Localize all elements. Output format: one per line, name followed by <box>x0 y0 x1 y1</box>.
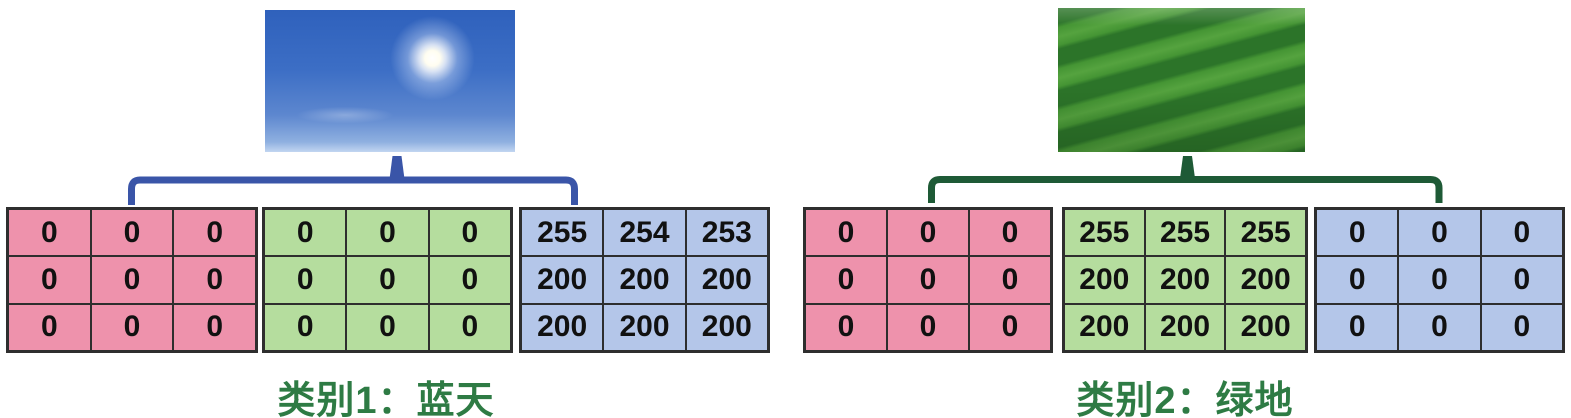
grass-brace-stem <box>1179 156 1196 182</box>
matrix-cell: 253 <box>686 210 767 256</box>
matrix-cell: 200 <box>686 304 767 350</box>
matrix-cell: 0 <box>91 210 173 256</box>
matrix-cell: 0 <box>1317 304 1398 350</box>
matrix-cell: 0 <box>429 304 510 350</box>
matrix-cell: 255 <box>1065 210 1144 256</box>
matrix-cell: 0 <box>91 257 173 303</box>
matrix-cell: 0 <box>1399 257 1480 303</box>
matrix-cell: 255 <box>1145 210 1225 256</box>
sky-brace-stem <box>389 156 405 183</box>
matrix-cell: 0 <box>265 210 346 256</box>
grass-photo <box>1058 8 1305 152</box>
matrix-cell: 200 <box>1065 257 1144 303</box>
matrix-cell: 0 <box>9 257 90 303</box>
matrix-cell: 0 <box>91 304 173 350</box>
matrix-cell: 200 <box>1145 304 1225 350</box>
matrix-cell: 0 <box>806 257 886 303</box>
matrix-cell: 0 <box>888 304 968 350</box>
matrix-cell: 200 <box>686 257 767 303</box>
matrix-cell: 0 <box>9 210 90 256</box>
matrix-cell: 200 <box>1145 257 1225 303</box>
matrix-cell: 254 <box>604 210 685 256</box>
matrix-cell: 0 <box>429 210 510 256</box>
matrix-cell: 200 <box>522 304 603 350</box>
matrix-cell: 0 <box>265 304 346 350</box>
matrix-cell: 0 <box>429 257 510 303</box>
matrix-cell: 0 <box>174 210 255 256</box>
matrix-cell: 0 <box>970 210 1050 256</box>
matrix-cell: 0 <box>1317 210 1398 256</box>
matrix-cell: 0 <box>265 257 346 303</box>
matrix-cell: 0 <box>888 210 968 256</box>
matrix-cell: 0 <box>347 257 428 303</box>
sky-photo <box>265 10 515 152</box>
matrix-cell: 200 <box>1065 304 1144 350</box>
sky-brace <box>128 176 578 205</box>
matrix-cell: 0 <box>1399 304 1480 350</box>
category-2-label: 类别2：绿地 <box>1076 380 1294 418</box>
grass-brace <box>928 176 1443 203</box>
matrix-cell: 0 <box>888 257 968 303</box>
matrix-cell: 0 <box>1317 257 1398 303</box>
matrix-cell: 0 <box>347 210 428 256</box>
matrix-cell: 200 <box>604 257 685 303</box>
matrix-cell: 255 <box>522 210 603 256</box>
category-1-label: 类别1：蓝天 <box>277 380 495 418</box>
matrix-cell: 0 <box>806 210 886 256</box>
matrix-cell: 200 <box>1226 304 1305 350</box>
matrix-cell: 0 <box>1481 210 1562 256</box>
matrix-cell: 0 <box>970 304 1050 350</box>
matrix-cell: 0 <box>1481 304 1562 350</box>
matrix-cell: 0 <box>970 257 1050 303</box>
matrix-cell: 255 <box>1226 210 1305 256</box>
matrix-cell: 0 <box>174 304 255 350</box>
matrix-cell: 0 <box>347 304 428 350</box>
matrix-cell: 0 <box>174 257 255 303</box>
matrix-cell: 0 <box>806 304 886 350</box>
matrix-cell: 200 <box>1226 257 1305 303</box>
matrix-cell: 0 <box>1399 210 1480 256</box>
matrix-cell: 0 <box>1481 257 1562 303</box>
matrix-cell: 0 <box>9 304 90 350</box>
matrix-cell: 200 <box>522 257 603 303</box>
matrix-cell: 200 <box>604 304 685 350</box>
